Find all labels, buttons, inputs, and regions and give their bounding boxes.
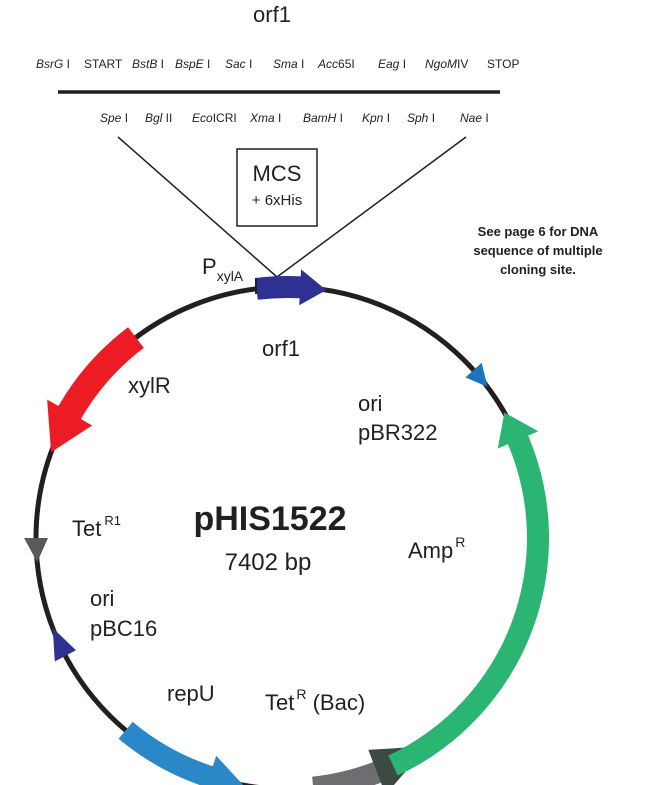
bottom-site-7: Nae I (460, 111, 489, 125)
note-line-1: See page 6 for DNA (478, 224, 599, 239)
ori-pbc16-label-2: pBC16 (90, 616, 157, 641)
mcs-orf-label: orf1 (253, 2, 291, 27)
bottom-site-5: Kpn I (362, 111, 390, 125)
mcs-box-subtitle: + 6xHis (252, 192, 302, 209)
top-site-8: NgoMIV (425, 57, 468, 71)
tetr1-arrow (24, 538, 48, 563)
xylr-label: xylR (128, 373, 171, 398)
repu-arrow (118, 721, 244, 785)
top-site-4: Sac I (225, 57, 252, 71)
mcs-funnel-right (276, 136, 467, 278)
bottom-site-0: Spe I (100, 111, 128, 125)
mcs-box-title: MCS (253, 161, 302, 186)
top-site-9: STOP (487, 57, 519, 71)
ori-pbc16-label-1: ori (90, 586, 114, 611)
mcs-box (236, 148, 318, 227)
note-line-3: cloning site. (500, 262, 576, 277)
top-site-1: START (84, 57, 123, 71)
bottom-site-4: BamH I (303, 111, 343, 125)
orf1-label: orf1 (262, 336, 300, 361)
top-site-3: BspE I (175, 57, 210, 71)
bottom-site-1: Bgl II (145, 111, 172, 125)
promoter-label: PxylA (202, 254, 244, 284)
mcs-funnel-left (117, 136, 278, 278)
xylr-arrow (47, 327, 144, 453)
plasmid-size: 7402 bp (225, 549, 312, 576)
ori-pbr322-arrow (465, 362, 488, 387)
ori-pbr322-label-1: ori (358, 391, 382, 416)
top-site-2: BstB I (132, 57, 164, 71)
ori-pbc16-arrow (52, 628, 76, 662)
bottom-restriction-sites: Spe I Bgl II EcoICRI Xma I BamH I Kpn I Sph I N… (100, 111, 489, 125)
top-site-0: BsrG I (36, 57, 70, 71)
note-line-2: sequence of multiple (473, 243, 602, 258)
repu-label: repU (167, 681, 215, 706)
orf1-arrow (255, 269, 327, 306)
top-restriction-sites: BsrG I START BstB I BspE I Sac I Sma I Acc65I E… (36, 57, 519, 71)
top-site-5: Sma I (273, 57, 304, 71)
ori-pbr322-label-2: pBR322 (358, 420, 438, 445)
top-site-6: Acc65I (317, 57, 355, 71)
bottom-site-3: Xma I (249, 111, 281, 125)
bottom-site-6: Sph I (407, 111, 435, 125)
plasmid-name: pHIS1522 (193, 500, 346, 538)
ampr-arrow (388, 412, 550, 776)
bottom-site-2: EcoICRI (192, 111, 237, 125)
top-site-7: Eag I (378, 57, 406, 71)
